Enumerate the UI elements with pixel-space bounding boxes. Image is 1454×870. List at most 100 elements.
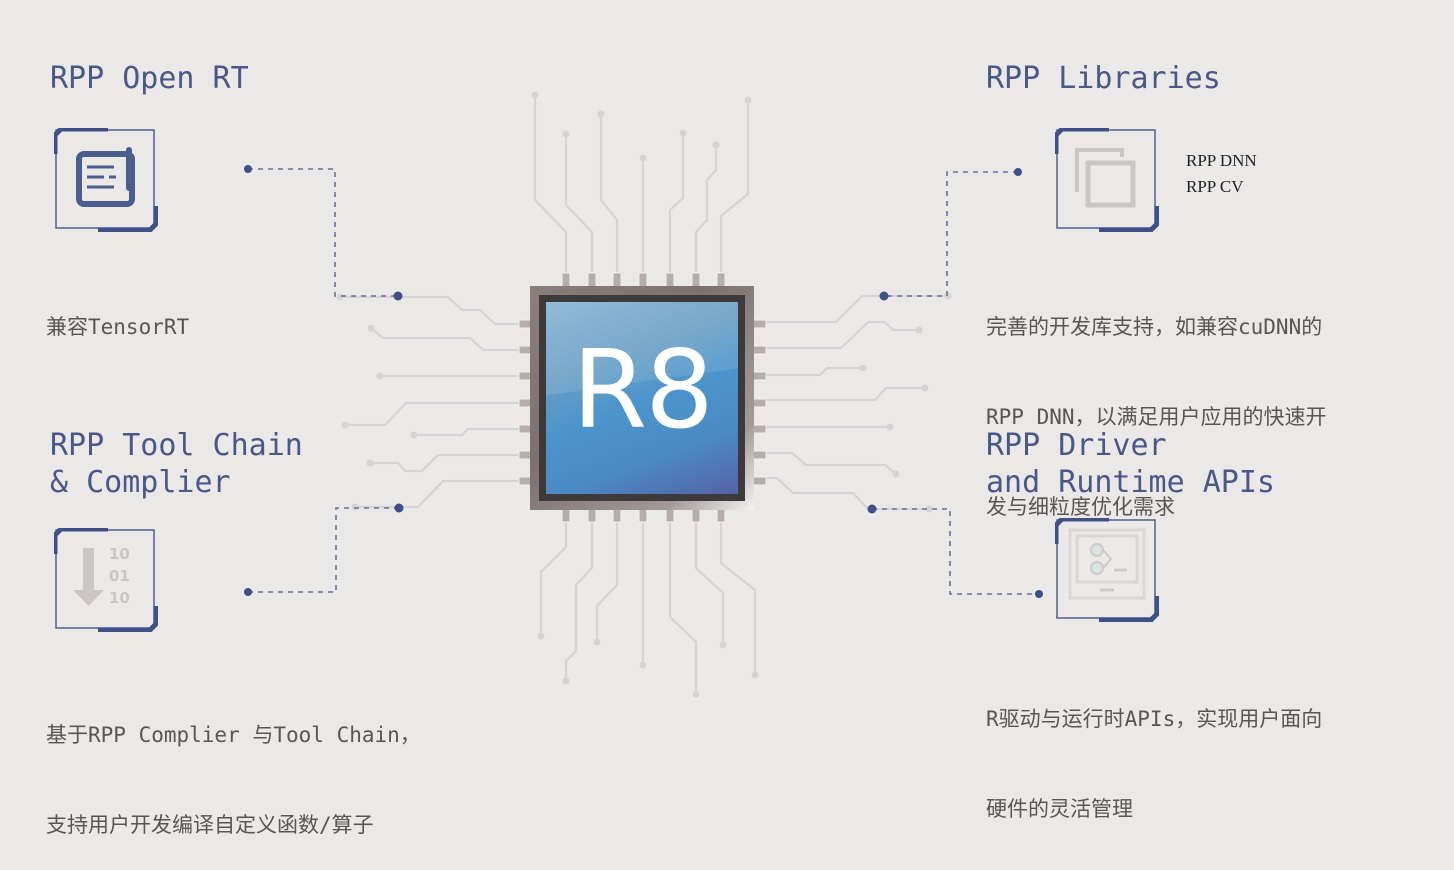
binary-row: 01	[109, 567, 130, 585]
library-item-cv: RPP CV	[1186, 177, 1244, 196]
trace-endpoint	[376, 372, 384, 380]
section-title-driver: RPP Driver and Runtime APIs	[986, 428, 1275, 500]
circuit-trace	[355, 479, 524, 509]
trace-endpoint	[336, 293, 344, 301]
trace-endpoint	[351, 503, 359, 511]
trace-endpoint	[593, 638, 601, 646]
trace-endpoint	[944, 292, 952, 300]
chip-pin	[612, 507, 622, 523]
trace-endpoint	[892, 470, 900, 478]
terminal-icon	[1055, 518, 1159, 622]
section-title-toolchain: RPP Tool Chain & Complier	[50, 428, 303, 500]
section-title-libraries: RPP Libraries	[986, 61, 1221, 96]
trace-endpoint	[744, 96, 752, 104]
trace-endpoint	[719, 641, 727, 649]
circuit-trace	[533, 95, 568, 278]
chip-pin	[751, 319, 767, 329]
circuit-trace	[668, 520, 698, 694]
circuit-trace	[668, 133, 685, 278]
chip-label: R8	[572, 328, 714, 453]
description-line: 支持用户开发编译自定义函数/算子	[46, 813, 374, 837]
chip-pin	[665, 507, 675, 523]
circuit-trace	[694, 145, 718, 278]
trace-endpoint	[562, 677, 570, 685]
dashed-connector-libraries	[884, 171, 1018, 297]
chip-pin	[561, 507, 571, 523]
connector-dot	[879, 291, 889, 301]
chip-pin	[751, 398, 767, 408]
chip-pin	[638, 507, 648, 523]
trace-endpoint	[531, 91, 539, 99]
driver-icon-box	[1055, 518, 1159, 622]
toolchain-description: 基于RPP Complier 与Tool Chain， 支持用户开发编译自定义函…	[46, 660, 421, 870]
description-line: 兼容TensorRT	[46, 315, 190, 339]
open-rt-icon-box	[54, 128, 158, 232]
binary-download-icon: 10 01 10	[54, 528, 158, 632]
circuit-trace	[760, 476, 929, 511]
chip-pin	[665, 272, 675, 288]
circuit-trace	[760, 451, 897, 475]
chip-pin	[612, 272, 622, 288]
circuit-trace	[760, 386, 925, 402]
library-item-dnn: RPP DNN	[1186, 151, 1257, 170]
circuit-trace	[564, 134, 594, 278]
description-line: 完善的开发库支持，如兼容cuDNN的	[986, 315, 1323, 339]
circuit-trace	[539, 520, 568, 636]
binary-row: 10	[109, 545, 130, 563]
circuit-trace	[760, 320, 919, 350]
circuit-traces	[244, 91, 1043, 698]
trace-endpoint	[692, 690, 700, 698]
connector-dot	[1014, 168, 1022, 176]
trace-endpoint	[859, 364, 867, 372]
description-line: 发与细粒度优化需求	[986, 495, 1175, 519]
connector-dot	[394, 503, 404, 513]
trace-endpoint	[341, 421, 349, 429]
circuit-trace	[599, 114, 619, 278]
circuit-trace	[694, 520, 725, 645]
connector-dot	[244, 165, 252, 173]
trace-endpoint	[537, 632, 545, 640]
binary-row: 10	[109, 589, 130, 607]
dashed-connector-driver	[872, 508, 1039, 595]
toolchain-icon-box: 10 01 10	[54, 528, 158, 632]
circuit-trace	[370, 453, 524, 473]
circuit-trace	[345, 401, 524, 427]
description-line: RPP DNN，以满足用户应用的快速开	[986, 405, 1327, 429]
driver-description: R驱动与运行时APIs，实现用户面向 硬件的灵活管理	[986, 644, 1322, 854]
connector-dot	[244, 588, 252, 596]
chip-pin	[751, 424, 767, 434]
trace-endpoint	[921, 384, 929, 392]
circuit-trace	[595, 520, 619, 642]
trace-endpoint	[367, 324, 375, 332]
circuit-trace	[760, 366, 863, 377]
connector-dot	[393, 291, 403, 301]
chip-pin	[587, 272, 597, 288]
connector-dot	[1035, 590, 1043, 598]
document-icon	[54, 128, 158, 232]
stacked-windows-icon	[1055, 128, 1159, 232]
chip-pin	[561, 272, 571, 288]
trace-endpoint	[712, 141, 720, 149]
chip-pin	[751, 476, 767, 486]
trace-endpoint	[679, 129, 687, 137]
trace-endpoint	[366, 459, 374, 467]
description-line: 基于RPP Complier 与Tool Chain，	[46, 723, 421, 747]
trace-endpoint	[886, 423, 894, 431]
trace-endpoint	[410, 431, 418, 439]
circuit-trace	[760, 294, 948, 324]
trace-endpoint	[915, 326, 923, 334]
trace-endpoint	[597, 110, 605, 118]
trace-endpoint	[639, 154, 647, 162]
circuit-trace	[564, 520, 594, 681]
trace-endpoint	[925, 505, 933, 513]
connector-dot	[867, 504, 877, 514]
chip-face: R8	[546, 302, 738, 494]
chip-pin	[751, 345, 767, 355]
chip-pin	[691, 272, 701, 288]
trace-endpoint	[562, 130, 570, 138]
circuit-trace	[719, 520, 757, 675]
circuit-trace	[370, 327, 524, 352]
circuit-trace	[340, 295, 524, 326]
circuit-trace	[414, 427, 524, 437]
description-line: R驱动与运行时APIs，实现用户面向	[986, 707, 1323, 731]
